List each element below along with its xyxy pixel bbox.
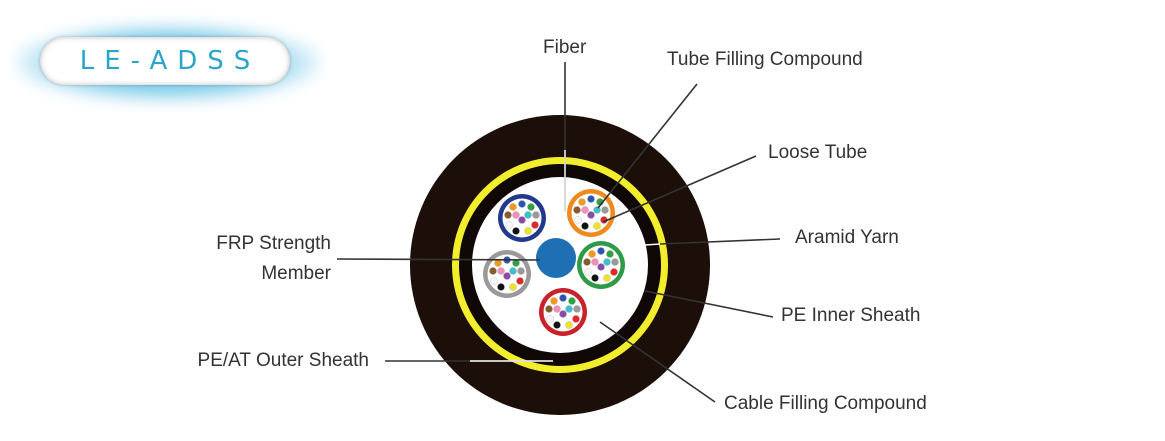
fiber-strand — [545, 305, 553, 313]
inner-sheath — [460, 165, 660, 365]
label-aramid-yarn: Aramid Yarn — [795, 227, 899, 248]
fiber-strand — [565, 305, 573, 313]
badge-text: LE-ADSS — [79, 46, 261, 76]
label-frp-line2: Member — [261, 263, 331, 284]
fiber-strand — [497, 283, 505, 291]
fiber-strand — [565, 321, 573, 329]
fiber-strand — [587, 195, 595, 203]
fiber-strand — [524, 227, 532, 235]
fiber-strand — [611, 258, 619, 266]
fiber-strand — [568, 297, 576, 305]
frp-strength-member — [536, 238, 576, 278]
fiber-strand — [518, 216, 526, 224]
fiber-strand — [597, 247, 605, 255]
fiber-strand — [503, 272, 511, 280]
leader-cable-filling-compound — [599, 321, 716, 403]
fiber-strand — [504, 211, 512, 219]
fiber-strand — [581, 206, 589, 214]
fiber-strand — [587, 211, 595, 219]
fiber-strand — [581, 222, 589, 230]
fiber-strand — [559, 294, 567, 302]
leader-aramid-white — [629, 243, 661, 247]
fiber-strand — [509, 283, 517, 291]
fiber-strand — [516, 277, 524, 285]
label-frp-line1: FRP Strength — [216, 233, 331, 254]
label-pe-at-outer-sheath: PE/AT Outer Sheath — [197, 350, 369, 371]
fiber-strand — [509, 267, 517, 275]
fiber-strand — [518, 200, 526, 208]
label-cable-filling-compound: Cable Filling Compound — [724, 393, 927, 414]
fiber-strand — [584, 268, 592, 276]
fiber-strand — [573, 206, 581, 214]
leader-tube-filling-compound — [597, 83, 698, 209]
fiber-strand — [509, 203, 517, 211]
fiber-strand — [601, 206, 609, 214]
fiber-strand — [593, 206, 601, 214]
fiber-strand — [578, 198, 586, 206]
label-tube-filling-compound: Tube Filling Compound — [667, 49, 863, 70]
leader-frp — [336, 258, 541, 261]
fiber-strand — [532, 211, 540, 219]
label-fiber: Fiber — [543, 37, 587, 58]
label-loose-tube: Loose Tube — [768, 142, 868, 163]
fiber-strand — [573, 305, 581, 313]
leader-loose-tube — [602, 155, 757, 223]
fiber-strand — [603, 274, 611, 282]
leader-pe-inner-sheath — [644, 290, 774, 318]
fiber-strand — [489, 267, 497, 275]
fiber-strand — [497, 267, 505, 275]
leader-lines — [336, 62, 781, 403]
fiber-strand — [553, 305, 561, 313]
fiber-strand — [553, 321, 561, 329]
fiber-strand — [512, 211, 520, 219]
fiber-strand — [606, 250, 614, 258]
fiber-strand — [505, 221, 513, 229]
label-pe-inner-sheath: PE Inner Sheath — [781, 305, 921, 326]
fiber-strand — [517, 267, 525, 275]
fiber-strand — [591, 258, 599, 266]
fiber-strand — [588, 250, 596, 258]
fiber-strand — [512, 227, 520, 235]
fiber-strand — [583, 258, 591, 266]
fiber-strand — [610, 268, 618, 276]
fiber-strand — [572, 315, 580, 323]
fiber-strand — [603, 258, 611, 266]
fiber-strand — [597, 263, 605, 271]
fiber-strand — [593, 222, 601, 230]
fiber-strand — [574, 216, 582, 224]
fiber-strand — [550, 297, 558, 305]
fiber-strand — [527, 203, 535, 211]
fiber-strand — [524, 211, 532, 219]
product-badge: LE-ADSS — [40, 37, 290, 85]
leader-aramid-yarn — [659, 238, 781, 245]
fiber-strand — [559, 310, 567, 318]
fiber-strand — [591, 274, 599, 282]
fiber-strand — [546, 315, 554, 323]
fiber-strand — [531, 221, 539, 229]
fiber-strand — [490, 277, 498, 285]
